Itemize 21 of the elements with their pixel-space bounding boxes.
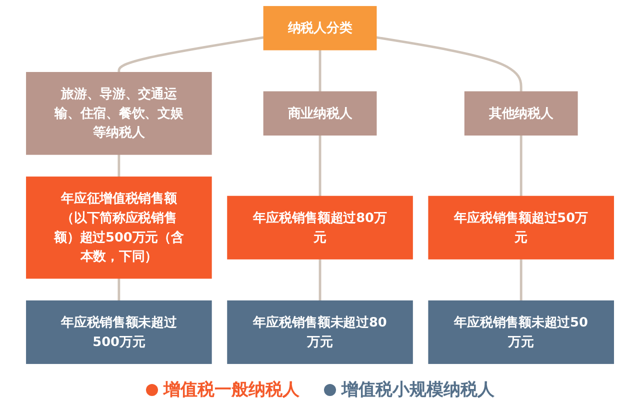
connector (118, 36, 264, 72)
connector (118, 278, 120, 301)
connector (118, 154, 120, 177)
node-box: 年应税销售额超过50万元 (428, 196, 614, 260)
node-box: 纳税人分类 (263, 6, 377, 50)
connector (318, 135, 322, 196)
node-box: 年应税销售额超过80万元 (227, 196, 413, 260)
legend-label: 增值税小规模纳税人 (342, 379, 494, 401)
node-box: 其他纳税人 (464, 91, 578, 136)
node-box: 年应税销售额未超过50万元 (428, 300, 614, 364)
connector (318, 50, 322, 92)
connector (318, 259, 322, 301)
node-box: 年应税销售额未超过80万元 (227, 300, 413, 364)
node-box: 年应税销售额未超过500万元 (26, 300, 212, 364)
node-box: 商业纳税人 (263, 91, 377, 136)
connector (520, 135, 522, 196)
legend-label: 增值税一般纳税人 (164, 379, 300, 401)
connector (520, 259, 522, 301)
node-box: 年应征增值税销售额（以下简称应税销售额）超过500万元（含本数，下同） (26, 176, 212, 279)
connector (376, 36, 522, 92)
node-box: 旅游、导游、交通运输、住宿、餐饮、文娱等纳税人 (26, 72, 212, 155)
